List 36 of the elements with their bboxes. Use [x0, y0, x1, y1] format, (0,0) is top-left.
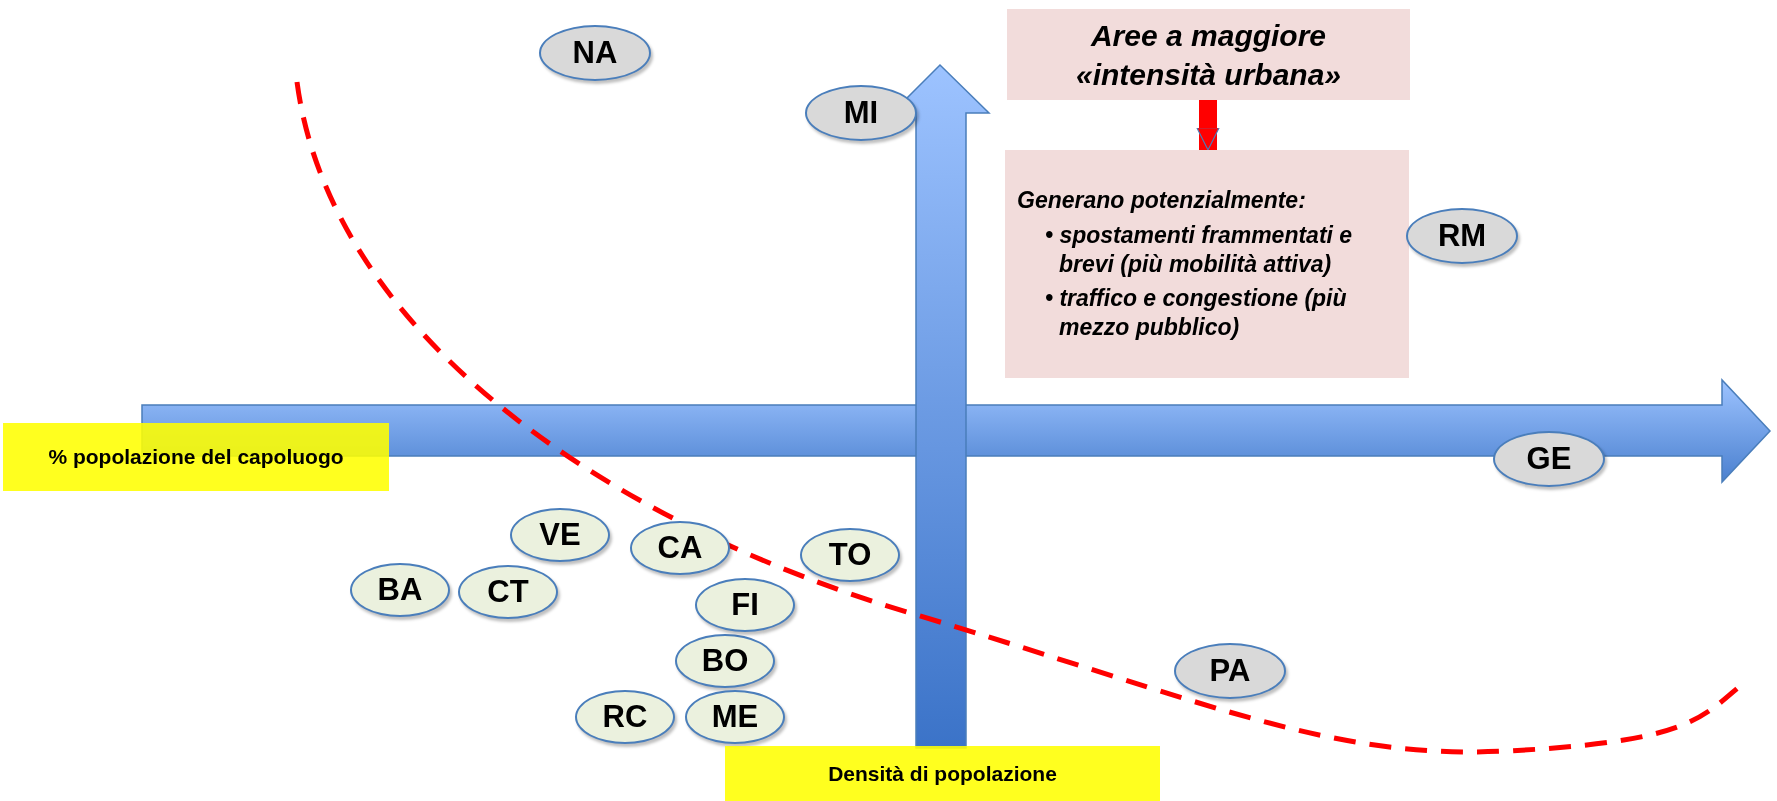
- bullet-item: • spostamenti frammentati e brevi (più mobilità attiva): [1045, 220, 1354, 279]
- city-ellipse: [800, 528, 900, 582]
- note-title: Aree a maggiore «intensità urbana»: [1074, 17, 1343, 93]
- city-code: RM: [1437, 218, 1487, 254]
- city-ellipse: [630, 521, 730, 575]
- city-code: BA: [377, 572, 423, 608]
- city-code: CT: [487, 574, 529, 610]
- city-ellipse: [1406, 208, 1518, 264]
- bullet-item: • traffico e congestione (più mezzo pubblico): [1045, 284, 1348, 342]
- city-code: PA: [1209, 653, 1251, 689]
- city-code: RC: [602, 699, 648, 735]
- city-code: CA: [657, 530, 703, 566]
- city-code: NA: [572, 35, 618, 71]
- city-ellipse: [539, 25, 651, 81]
- city-code: GE: [1526, 441, 1572, 477]
- note-heading: Generano potenzialmente:: [1017, 186, 1307, 215]
- city-ellipse: [1174, 643, 1286, 699]
- city-ellipse: [510, 508, 610, 562]
- city-ellipse: [350, 563, 450, 617]
- city-code: ME: [711, 699, 759, 735]
- city-ellipse: [575, 690, 675, 744]
- arrow: [1196, 100, 1220, 151]
- note-box: [1005, 150, 1409, 378]
- city-code: BO: [701, 643, 749, 679]
- city-ellipse: [685, 690, 785, 744]
- city-code: FI: [731, 587, 759, 623]
- axis-label: Densità di popolazione: [725, 746, 1160, 801]
- city-code: VE: [539, 517, 581, 553]
- city-ellipse: [675, 634, 775, 688]
- city-ellipse: [458, 565, 558, 619]
- city-ellipse: [695, 578, 795, 632]
- axis-label: % popolazione del capoluogo: [3, 423, 389, 491]
- city-code: MI: [843, 95, 879, 131]
- city-ellipse: [805, 85, 917, 141]
- city-code: TO: [828, 537, 872, 573]
- note-box: [1007, 9, 1410, 100]
